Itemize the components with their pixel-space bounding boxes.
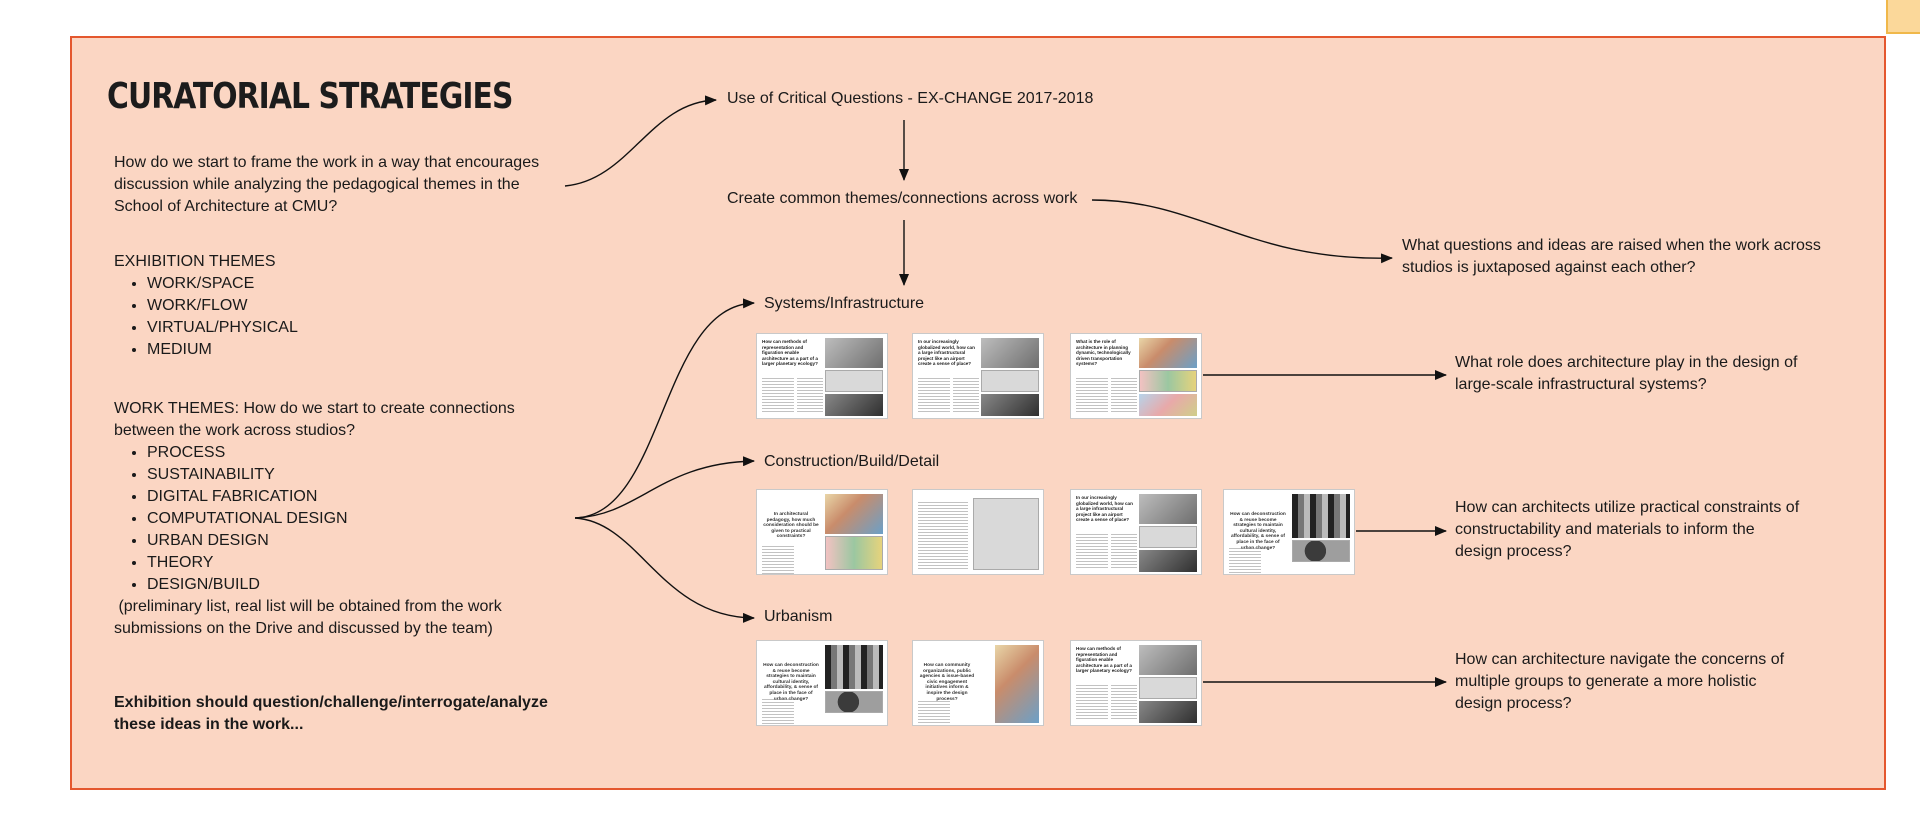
thumbnail-caption: In our increasingly globalized world, ho… [918,339,975,367]
thumbnail-card[interactable]: How can methods of representation and fi… [1070,640,1202,726]
connector-workthemes-to-urbanism [574,517,755,623]
list-item: VIRTUAL/PHYSICAL [147,317,564,339]
exhibition-themes: EXHIBITION THEMES WORK/SPACE WORK/FLOW V… [114,251,564,361]
thumbnail-caption: In our increasingly globalized world, ho… [1076,495,1133,523]
thumbnail-card[interactable]: How can deconstruction & reuse become st… [1223,489,1355,575]
list-item: MEDIUM [147,339,564,361]
thumbnail-card[interactable]: How can community organizations, public … [912,640,1044,726]
list-item: WORK/SPACE [147,273,564,295]
exhibition-themes-heading: EXHIBITION THEMES [114,253,276,270]
thumbnail-card[interactable]: How can deconstruction & reuse become st… [756,640,888,726]
thumbnail-caption: How can community organizations, public … [919,663,975,702]
thumbnail-caption: In architectural pedagogy, how much cons… [763,512,819,540]
connector-workthemes-to-construction [574,456,755,519]
intro-question: How do we start to frame the work in a w… [114,154,540,215]
list-item: COMPUTATIONAL DESIGN [147,508,544,530]
thumbnail-card[interactable] [912,489,1044,575]
common-themes-node: Create common themes/connections across … [727,190,1078,207]
list-item: URBAN DESIGN [147,530,544,552]
work-themes: WORK THEMES: How do we start to create c… [114,398,544,640]
work-themes-note: (preliminary list, real list will be obt… [114,598,507,637]
list-item: WORK/FLOW [147,295,564,317]
group-label-systems: Systems/Infrastructure [764,295,925,312]
group-question-construction: How can architects utilize practical con… [1455,499,1800,560]
connector-themes-to-juxtapose [1091,199,1393,264]
thumbnail-card[interactable]: What is the role of architecture in plan… [1070,333,1202,419]
thumbnail-card[interactable]: How can methods of representation and fi… [756,333,888,419]
thumbnail-caption: How can methods of representation and fi… [762,339,818,367]
connector-intro-to-questions [564,95,717,187]
list-item: SUSTAINABILITY [147,464,544,486]
critical-questions-node: Use of Critical Questions - EX-CHANGE 20… [727,90,1094,107]
thumbnail-caption: How can methods of representation and fi… [1076,646,1132,674]
group-label-urbanism: Urbanism [764,608,833,625]
work-themes-list: PROCESS SUSTAINABILITY DIGITAL FABRICATI… [114,442,544,596]
list-item: DIGITAL FABRICATION [147,486,544,508]
group-question-urbanism: How can architecture navigate the concer… [1455,651,1785,712]
connector-workthemes-to-systems [574,298,755,519]
thumbnail-card[interactable]: In our increasingly globalized world, ho… [912,333,1044,419]
conclusion-text: Exhibition should question/challenge/int… [114,694,548,733]
thumbnail-card[interactable]: In architectural pedagogy, how much cons… [756,489,888,575]
list-item: DESIGN/BUILD [147,574,544,596]
list-item: PROCESS [147,442,544,464]
corner-tab [1886,0,1920,34]
page-title: CURATORIAL STRATEGIES [107,76,513,117]
list-item: THEORY [147,552,544,574]
group-label-construction: Construction/Build/Detail [764,453,940,470]
thumbnail-card[interactable]: In our increasingly globalized world, ho… [1070,489,1202,575]
work-themes-heading: WORK THEMES: How do we start to create c… [114,400,515,439]
juxtapose-question: What questions and ideas are raised when… [1402,237,1821,276]
group-question-systems: What role does architecture play in the … [1455,354,1798,393]
thumbnail-caption: What is the role of architecture in plan… [1076,339,1131,367]
exhibition-themes-list: WORK/SPACE WORK/FLOW VIRTUAL/PHYSICAL ME… [114,273,564,361]
